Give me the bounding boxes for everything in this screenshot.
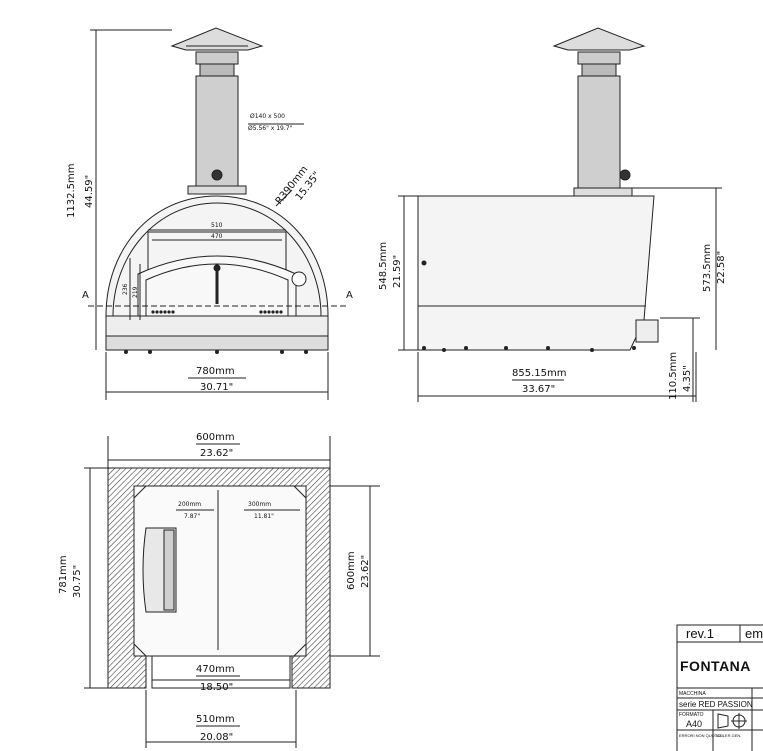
side-height-left-mm: 548.5mm: [378, 242, 389, 290]
side-height-right-mm: 573.5mm: [702, 244, 713, 292]
top-inner-depth-mm: 600mm: [346, 551, 357, 590]
formato-value: A40: [686, 719, 702, 729]
top-outer-depth-in: 30.75": [72, 565, 83, 598]
title-block-labels: rev.1 em FONTANA MACCHINA serie RED PASS…: [679, 626, 763, 738]
chimney-cap-side: [552, 27, 646, 51]
side-height-right-in: 22.58": [716, 251, 727, 284]
front-width-in: 30.71": [200, 382, 233, 393]
flue-dim-mm: Ø140 x 500: [250, 113, 285, 120]
rev-cut: em: [745, 626, 763, 641]
side-base-mm: 110.5mm: [668, 352, 679, 400]
rev-label: rev.1: [686, 626, 714, 641]
right-zone-mm: 300mm: [248, 501, 271, 508]
side-depth-mm: 855.15mm: [512, 368, 566, 379]
front-width-mm: 780mm: [196, 366, 235, 377]
flue-dim-in: Ø5.56" x 19.7": [248, 125, 293, 132]
serie-value: serie RED PASSION: [679, 700, 753, 709]
title-block: [676, 624, 763, 751]
chimney-cap: [170, 27, 264, 51]
side-base-in: 4.35": [682, 365, 693, 392]
oven-body-side: [417, 195, 655, 351]
oven-base: [105, 315, 329, 337]
inner-width-top: 510: [211, 222, 223, 229]
base-width-mm: 510mm: [196, 714, 235, 725]
inner-width-bottom: 470: [211, 233, 223, 240]
side-view-labels: 548.5mm 21.59" 573.5mm 22.58" 855.15mm 3…: [378, 242, 727, 400]
front-height-in: 44.59": [84, 175, 95, 208]
oven-mouth-top: [151, 655, 291, 689]
right-zone-in: 11.81": [254, 513, 274, 520]
brand-logo: FONTANA: [680, 658, 751, 674]
thermometer: [291, 271, 307, 287]
left-zone-mm: 200mm: [178, 501, 201, 508]
mouth-width-in: 18.50": [200, 682, 233, 693]
front-lip: [635, 319, 659, 343]
side-view: [398, 27, 722, 402]
formato-label: FORMATO: [679, 712, 704, 718]
top-outer-width-in: 23.62": [200, 448, 233, 459]
top-outer-width-mm: 600mm: [196, 432, 235, 443]
left-zone-in: 7.87": [184, 513, 200, 520]
toller-label: TOLLER.GEN.: [715, 733, 741, 738]
inner-height-1: 236: [122, 283, 129, 295]
top-view-labels: 600mm 23.62" 781mm 30.75" 600mm 23.62" 2…: [58, 432, 371, 743]
macchina-label: MACCHINA: [679, 691, 706, 697]
front-view: [88, 27, 346, 400]
quote-label: ERRORI NON QUOTATI: [679, 733, 723, 738]
front-height-mm: 1132.5mm: [66, 164, 77, 218]
inner-height-2: 219: [132, 286, 139, 298]
top-outer-depth-mm: 781mm: [58, 555, 69, 594]
top-inner-depth-in: 23.62": [360, 555, 371, 588]
mouth-width-mm: 470mm: [196, 664, 235, 675]
base-width-in: 20.08": [200, 732, 233, 743]
damper-knob: [211, 169, 223, 181]
section-mark-right: A: [346, 290, 353, 301]
side-height-left-in: 21.59": [392, 255, 403, 288]
side-depth-in: 33.67": [522, 384, 555, 395]
projection-symbol-icon: [717, 713, 747, 729]
top-view: [84, 436, 380, 748]
chimney-pipe-side: [577, 75, 621, 189]
section-mark-left: A: [82, 290, 89, 301]
